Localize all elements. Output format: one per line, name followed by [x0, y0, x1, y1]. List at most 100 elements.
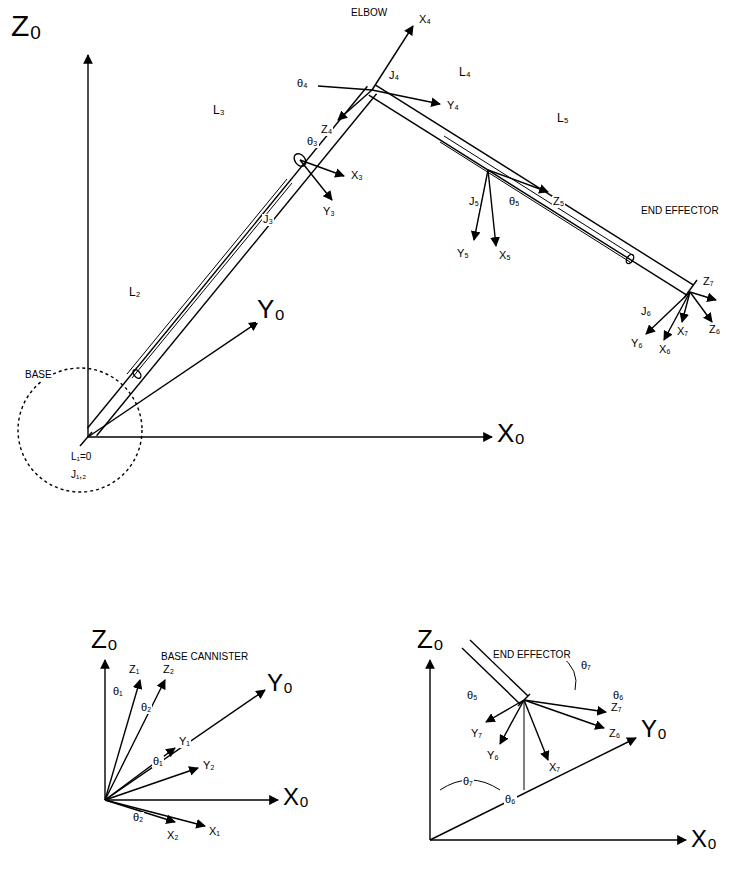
frame-axis — [488, 170, 548, 192]
angle-label: θ₃ — [306, 136, 319, 148]
inset-title: BASE CANNISTER — [160, 652, 249, 663]
frame-label: X₄ — [418, 14, 432, 26]
axis-label: X₀ — [690, 826, 718, 851]
angle-label: θ₂ — [140, 702, 152, 714]
axis-label: Y₀ — [640, 716, 668, 741]
angle-label: θ₇ — [580, 660, 592, 672]
x-axis — [88, 436, 492, 437]
frame-label: Z₆ — [708, 324, 721, 336]
base-cap — [80, 432, 92, 446]
angle-label: θ₁ — [152, 756, 164, 768]
x-axis — [105, 799, 278, 800]
frame-label: X₆ — [658, 344, 672, 356]
frame-label: Y₁ — [178, 736, 191, 748]
angle-label: θ₄ — [296, 78, 309, 90]
base-circle — [18, 368, 142, 492]
part-label: END EFFECTOR — [640, 206, 720, 217]
forearm — [375, 85, 693, 285]
joint-label: J₁,₂ — [70, 470, 87, 481]
axis-label: Z₀ — [416, 626, 445, 653]
axis-label: Y₀ — [256, 296, 286, 323]
angle-label: θ₅ — [508, 196, 521, 208]
angle-label: θ₅ — [466, 690, 479, 702]
frame-label: Y₄ — [446, 100, 460, 112]
arm-tube — [440, 142, 630, 262]
frame-label: X₂ — [166, 830, 180, 842]
angle-label: θ₇ — [462, 776, 474, 788]
frame-label: Y₇ — [470, 728, 483, 740]
forearm — [369, 95, 687, 295]
part-label: L₅ — [556, 112, 570, 125]
arm-tube — [444, 136, 634, 256]
joint-label: J₆ — [640, 306, 652, 318]
joint-label: J₅ — [468, 196, 480, 208]
frame-axis — [500, 700, 524, 744]
arm-tube — [132, 183, 292, 378]
frame-label: X₅ — [498, 250, 512, 262]
plumb-line — [524, 700, 525, 790]
frame-axis — [105, 800, 205, 826]
frame-label: X₁ — [208, 826, 221, 838]
part-label: BASE — [24, 370, 53, 381]
wrist-link — [470, 640, 528, 696]
frame-label: Y₂ — [202, 760, 216, 772]
joint-label: J₄ — [388, 70, 400, 82]
frame-axis — [338, 90, 372, 120]
frame-axis — [372, 90, 440, 104]
angle-label: θ₆ — [612, 690, 625, 702]
frame-axis — [488, 170, 496, 246]
inset-title: END EFFECTOR — [492, 650, 572, 661]
frame-axis — [690, 292, 716, 300]
z-axis — [429, 660, 430, 840]
frame-axis — [524, 700, 548, 760]
frame-axis — [690, 292, 712, 322]
frame-label: Y₆ — [630, 338, 644, 350]
z-axis — [104, 660, 105, 800]
axis-label: X₀ — [496, 420, 526, 447]
part-label: ELBOW — [350, 8, 388, 19]
frame-label: X₃ — [350, 170, 364, 182]
elbow-axis — [318, 86, 372, 90]
joint — [625, 253, 635, 265]
axis-label: Z₀ — [90, 626, 119, 653]
y-axis — [430, 738, 636, 840]
arm-tube — [127, 179, 287, 374]
part-label: L₄ — [458, 66, 472, 79]
axis-label: X₀ — [282, 784, 310, 809]
frame-axis — [105, 748, 175, 800]
joint — [132, 368, 143, 380]
frame-label: Z₆ — [608, 728, 621, 740]
part-label: L₃ — [212, 104, 226, 117]
frame-label: Y₆ — [486, 750, 500, 762]
frame-axis — [524, 700, 606, 712]
angle-label: θ₂ — [132, 812, 144, 824]
frame-label: Y₅ — [456, 248, 470, 260]
y-axis — [88, 322, 258, 437]
part-label: L₂ — [128, 286, 141, 299]
frame-label: Z₄ — [320, 124, 333, 136]
frame-axis — [105, 768, 198, 800]
joint-label: J₃ — [262, 214, 274, 226]
frame-axis — [372, 26, 413, 90]
upper-arm — [87, 86, 367, 428]
frame-axis — [300, 160, 332, 200]
frame-label: Z₇ — [610, 702, 623, 714]
frame-label: Z₁ — [128, 664, 140, 676]
frame-label: Z₇ — [702, 276, 715, 288]
axis-label: Z₀ — [10, 10, 43, 42]
frame-label: Y₃ — [322, 206, 336, 218]
frame-axis — [664, 292, 690, 340]
x-axis — [430, 839, 686, 840]
y-axis — [105, 690, 265, 800]
frame-label: X₇ — [548, 762, 561, 774]
axis-label: Y₀ — [266, 670, 294, 695]
frame-label: Z₅ — [552, 196, 565, 208]
frame-label: X₇ — [676, 326, 689, 338]
upper-arm — [97, 94, 377, 436]
angle-label: θ₁ — [112, 686, 124, 698]
z-axis — [87, 55, 88, 437]
frame-label: Z₂ — [162, 664, 175, 676]
part-label: L₁=0 — [70, 452, 92, 463]
